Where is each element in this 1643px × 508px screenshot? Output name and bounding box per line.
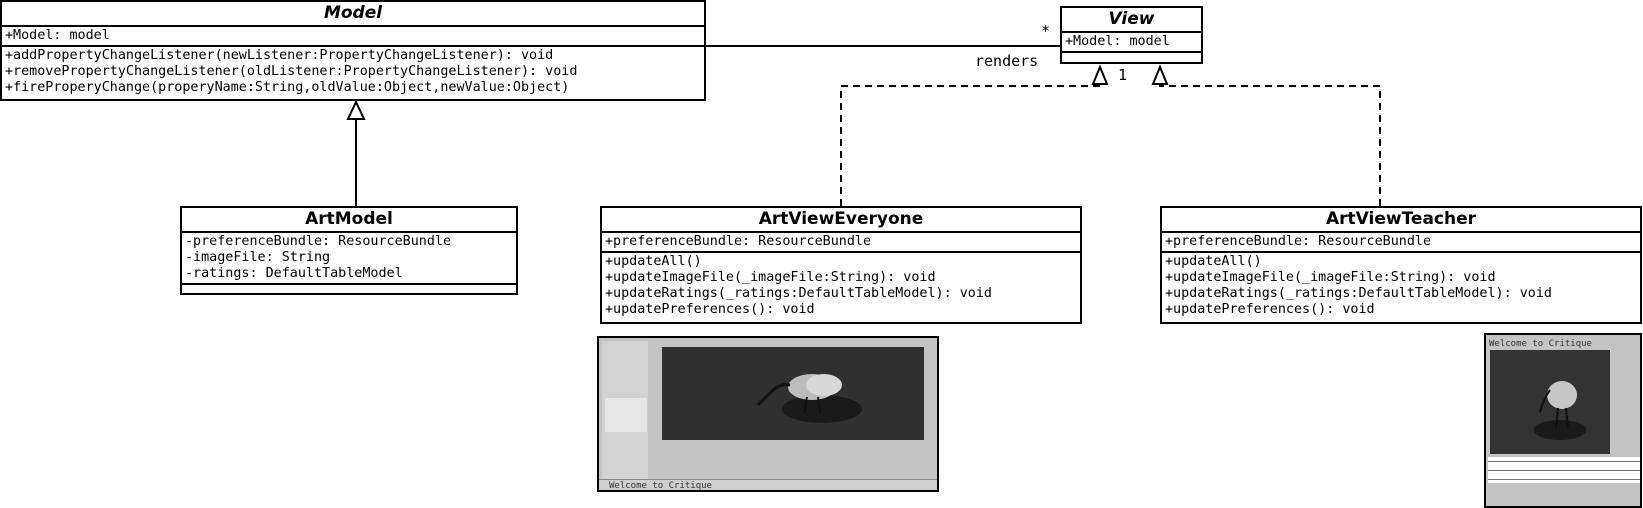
class-name: ArtViewEveryone	[602, 208, 1080, 233]
operations-section	[1062, 53, 1201, 61]
class-art-model: ArtModel -preferenceBundle: ResourceBund…	[180, 206, 518, 295]
operations-section: +updateAll() +updateImageFile(_imageFile…	[602, 253, 1080, 319]
realization-arrowhead-everyone	[1091, 64, 1109, 85]
attribute: -ratings: DefaultTableModel	[185, 266, 403, 281]
attributes-section: +preferenceBundle: ResourceBundle	[602, 233, 1080, 253]
operation: +updateAll()	[1165, 254, 1262, 269]
status-caption: Welcome to Critique	[609, 481, 712, 491]
operation: +updatePreferences(): void	[1165, 302, 1375, 317]
attributes-section: +preferenceBundle: ResourceBundle	[1162, 233, 1640, 253]
operation: +removePropertyChangeListener(oldListene…	[5, 64, 578, 79]
operation: +updateImageFile(_imageFile:String): voi…	[1165, 270, 1496, 285]
table-rule	[1488, 462, 1640, 471]
realization-arrowhead-teacher	[1151, 64, 1169, 85]
attributes-section: +Model: model	[1062, 33, 1201, 53]
operations-section: +updateAll() +updateImageFile(_imageFile…	[1162, 253, 1640, 319]
side-panel-widget	[605, 398, 647, 432]
attribute: -imageFile: String	[185, 250, 331, 265]
multiplicity-model-end: 1	[1118, 66, 1128, 84]
operation: +updateRatings(_ratings:DefaultTableMode…	[605, 286, 992, 301]
operation: +updateAll()	[605, 254, 702, 269]
art-view-teacher-screenshot: Welcome to Critique	[1484, 333, 1642, 508]
table-rule	[1488, 457, 1640, 462]
class-model: Model +Model: model +addPropertyChangeLi…	[0, 0, 706, 101]
attributes-section: -preferenceBundle: ResourceBundle -image…	[182, 233, 516, 285]
association-label: renders	[975, 52, 1039, 70]
operation: +addPropertyChangeListener(newListener:P…	[5, 48, 554, 63]
operations-section	[182, 285, 516, 293]
title-caption: Welcome to Critique	[1489, 339, 1592, 349]
class-art-view-teacher: ArtViewTeacher +preferenceBundle: Resour…	[1160, 206, 1642, 324]
realization-line-everyone	[840, 84, 1101, 206]
class-view: View +Model: model	[1060, 6, 1203, 64]
attribute: +preferenceBundle: ResourceBundle	[605, 234, 872, 249]
realization-line-teacher	[1159, 84, 1381, 206]
generalization-arrowhead	[346, 99, 366, 120]
operation: +fireProperyChange(properyName:String,ol…	[5, 80, 570, 95]
bird-image	[1490, 350, 1610, 454]
attribute: +preferenceBundle: ResourceBundle	[1165, 234, 1432, 249]
table-rule	[1488, 471, 1640, 480]
attribute: +Model: model	[1065, 34, 1170, 49]
bird-image	[662, 347, 924, 440]
operation: +updateRatings(_ratings:DefaultTableMode…	[1165, 286, 1552, 301]
class-name: Model	[2, 2, 704, 27]
art-view-everyone-screenshot: Welcome to Critique	[597, 336, 939, 492]
operations-section: +addPropertyChangeListener(newListener:P…	[2, 47, 704, 97]
operation: +updatePreferences(): void	[605, 302, 815, 317]
class-art-view-everyone: ArtViewEveryone +preferenceBundle: Resou…	[600, 206, 1082, 324]
attribute: +Model: model	[5, 28, 110, 43]
class-name: ArtViewTeacher	[1162, 208, 1640, 233]
ratings-table	[1488, 457, 1640, 483]
bird-photo	[1490, 350, 1610, 454]
attributes-section: +Model: model	[2, 27, 704, 47]
multiplicity-view-end: *	[1041, 22, 1051, 40]
status-bar	[599, 479, 937, 490]
bird-photo	[662, 347, 924, 440]
attribute: -preferenceBundle: ResourceBundle	[185, 234, 452, 249]
class-name: ArtModel	[182, 208, 516, 233]
operation: +updateImageFile(_imageFile:String): voi…	[605, 270, 936, 285]
class-name: View	[1062, 8, 1201, 33]
